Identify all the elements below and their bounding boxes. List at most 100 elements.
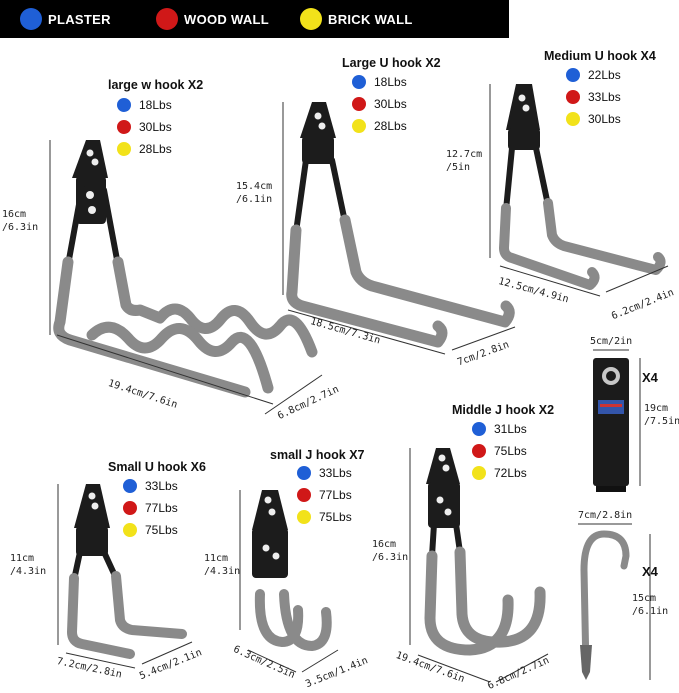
- weight-value: 31Lbs: [494, 422, 527, 436]
- weight-wood: 75Lbs: [472, 443, 527, 459]
- brick-dot-icon: [117, 142, 131, 156]
- weight-plaster: 18Lbs: [117, 97, 172, 113]
- height-in: /4.3in: [204, 566, 241, 577]
- middle-j-height: 16cm /6.3in: [372, 538, 408, 564]
- weight-value: 30Lbs: [588, 112, 621, 126]
- height-cm: 16cm: [372, 539, 397, 550]
- weight-value: 33Lbs: [319, 466, 352, 480]
- medium-u-height: 12.7cm /5in: [446, 148, 482, 174]
- large-u-hook-icon: [286, 102, 515, 348]
- weight-value: 77Lbs: [319, 488, 352, 502]
- legend-plaster-label: PLASTER: [48, 11, 111, 27]
- weight-wood: 30Lbs: [352, 96, 407, 112]
- plaster-dot-icon: [297, 466, 311, 480]
- weight-value: 30Lbs: [374, 97, 407, 111]
- weight-brick: 30Lbs: [566, 111, 621, 127]
- brick-dot-icon: [472, 466, 486, 480]
- legend-wood-label: WOOD WALL: [184, 11, 270, 27]
- height-cm: 11cm: [204, 553, 229, 564]
- middle-j-weights: 31Lbs 75Lbs 72Lbs: [472, 421, 527, 481]
- legend-brick-label: BRICK WALL: [328, 11, 413, 27]
- brick-dot-icon: [300, 8, 322, 30]
- plaster-dot-icon: [20, 8, 42, 30]
- height-in: /6.1in: [632, 606, 669, 617]
- large-u-weights: 18Lbs 30Lbs 28Lbs: [352, 74, 407, 134]
- height-cm: 12.7cm: [446, 149, 483, 160]
- weight-wood: 33Lbs: [566, 89, 621, 105]
- weight-value: 28Lbs: [139, 142, 172, 156]
- plaster-dot-icon: [352, 75, 366, 89]
- brick-dot-icon: [123, 523, 137, 537]
- large-u-height: 15.4cm /6.1in: [236, 180, 272, 206]
- small-j-height: 11cm /4.3in: [204, 552, 240, 578]
- weight-plaster: 22Lbs: [566, 67, 621, 83]
- wood-dot-icon: [117, 120, 131, 134]
- plaster-dot-icon: [472, 422, 486, 436]
- strap-qty: X4: [642, 370, 658, 385]
- weight-value: 33Lbs: [588, 90, 621, 104]
- weight-brick: 72Lbs: [472, 465, 527, 481]
- screw-hook-qty: X4: [642, 564, 658, 579]
- medium-u-hook-icon: [499, 84, 666, 290]
- screw-hook-icon: [580, 530, 630, 680]
- wood-dot-icon: [352, 97, 366, 111]
- weight-value: 18Lbs: [139, 98, 172, 112]
- plaster-dot-icon: [566, 68, 580, 82]
- height-cm: 15.4cm: [236, 181, 273, 192]
- weight-value: 28Lbs: [374, 119, 407, 133]
- middle-j-hook-title: Middle J hook X2: [452, 403, 555, 417]
- wood-dot-icon: [297, 488, 311, 502]
- brick-dot-icon: [297, 510, 311, 524]
- weight-value: 75Lbs: [145, 523, 178, 537]
- plaster-dot-icon: [123, 479, 137, 493]
- wood-dot-icon: [566, 90, 580, 104]
- weight-value: 75Lbs: [494, 444, 527, 458]
- large-w-weights: 18Lbs 30Lbs 28Lbs: [117, 97, 172, 157]
- strap-height: 19cm /7.5in: [644, 402, 679, 428]
- screw-hook-width: 7cm/2.8in: [578, 510, 633, 521]
- weight-brick: 28Lbs: [352, 118, 407, 134]
- weight-plaster: 18Lbs: [352, 74, 407, 90]
- plaster-dot-icon: [117, 98, 131, 112]
- middle-j-hook-icon: [424, 448, 546, 656]
- medium-u-hook-title: Medium U hook X4: [544, 49, 656, 63]
- small-j-hook-title: small J hook X7: [270, 448, 365, 462]
- weight-plaster: 31Lbs: [472, 421, 527, 437]
- legend-bar: PLASTER WOOD WALL BRICK WALL: [0, 0, 509, 38]
- medium-u-weights: 22Lbs 33Lbs 30Lbs: [566, 67, 621, 127]
- weight-wood: 77Lbs: [297, 487, 352, 503]
- large-w-hook-icon: [53, 140, 318, 398]
- height-cm: 19cm: [644, 403, 669, 414]
- large-u-hook-title: Large U hook X2: [342, 56, 441, 70]
- legend-wood: WOOD WALL: [156, 8, 269, 30]
- brick-dot-icon: [352, 119, 366, 133]
- height-cm: 16cm: [2, 209, 27, 220]
- screw-hook-height: 15cm /6.1in: [632, 592, 668, 618]
- height-in: /6.3in: [372, 552, 409, 563]
- small-u-weights: 33Lbs 77Lbs 75Lbs: [123, 478, 178, 538]
- weight-value: 33Lbs: [145, 479, 178, 493]
- legend-brick: BRICK WALL: [300, 8, 413, 30]
- weight-brick: 75Lbs: [297, 509, 352, 525]
- weight-value: 30Lbs: [139, 120, 172, 134]
- small-u-height: 11cm /4.3in: [10, 552, 46, 578]
- strap-width: 5cm/2in: [590, 336, 633, 347]
- height-in: /6.3in: [2, 222, 39, 233]
- height-cm: 11cm: [10, 553, 35, 564]
- weight-value: 72Lbs: [494, 466, 527, 480]
- weight-brick: 75Lbs: [123, 522, 178, 538]
- height-in: /5in: [446, 162, 471, 173]
- weight-value: 77Lbs: [145, 501, 178, 515]
- weight-value: 18Lbs: [374, 75, 407, 89]
- small-j-weights: 33Lbs 77Lbs 75Lbs: [297, 465, 352, 525]
- wood-dot-icon: [156, 8, 178, 30]
- weight-wood: 30Lbs: [117, 119, 172, 135]
- large-w-height: 16cm /6.3in: [2, 208, 38, 234]
- wood-dot-icon: [123, 501, 137, 515]
- height-cm: 15cm: [632, 593, 657, 604]
- brick-dot-icon: [566, 112, 580, 126]
- small-j-hook-icon: [252, 490, 332, 651]
- height-in: /7.5in: [644, 416, 679, 427]
- weight-plaster: 33Lbs: [123, 478, 178, 494]
